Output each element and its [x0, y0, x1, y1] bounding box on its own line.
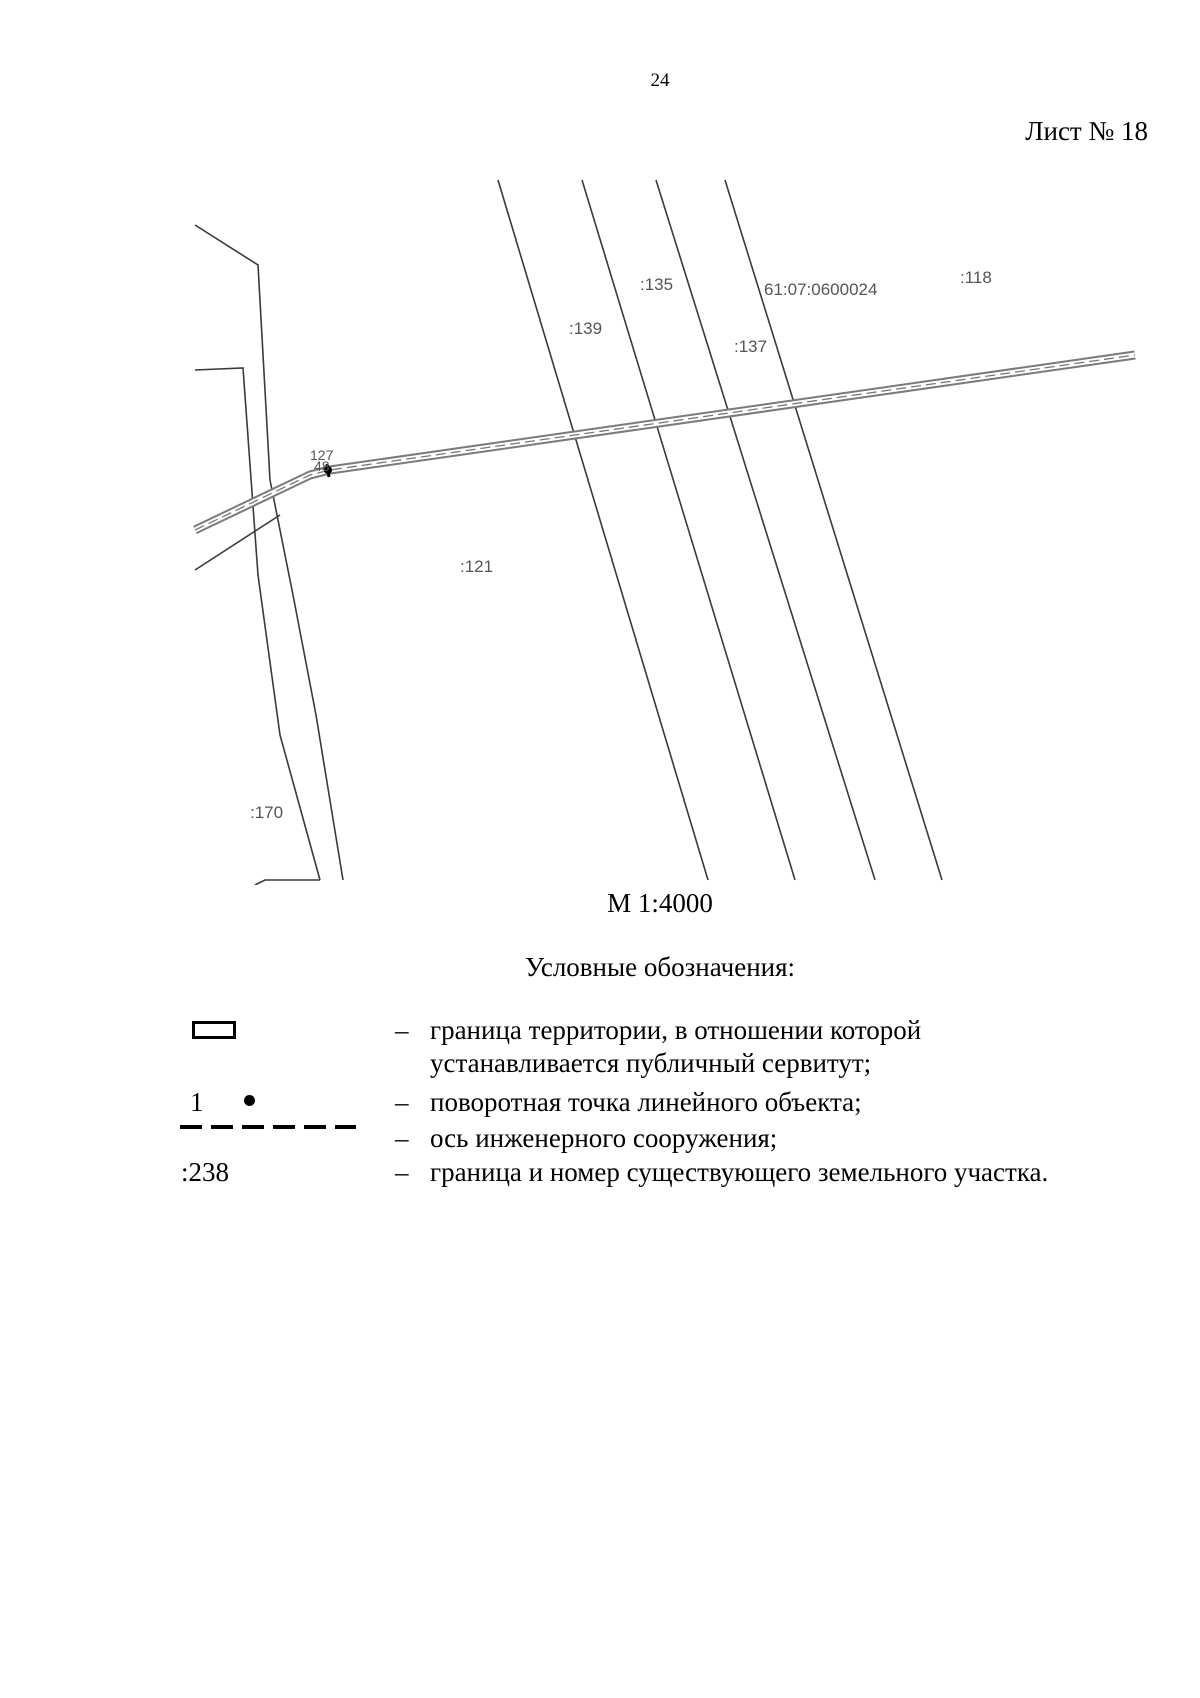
parcel-boundary-137	[655, 179, 876, 881]
parcel-number-sample: :238	[181, 1157, 230, 1187]
legend-text-line1: граница территории, в отношении которой	[430, 1015, 922, 1045]
parcel-label-139: :139	[569, 319, 603, 338]
legend-dash: –	[395, 1087, 409, 1117]
point-icon	[244, 1095, 255, 1106]
legend-dash: –	[395, 1157, 409, 1187]
map-drawing	[193, 179, 1136, 886]
parcel-boundary-left-top	[194, 224, 271, 481]
legend-dash: –	[395, 1015, 409, 1045]
parcel-label-137: :137	[734, 337, 768, 356]
map-scale: М 1:4000	[607, 888, 713, 918]
rectangle-outline-icon	[192, 1021, 236, 1039]
parcel-label-170: :170	[250, 803, 284, 822]
parcel-boundary-139	[497, 179, 709, 881]
point-number-sample: 1	[190, 1087, 204, 1117]
legend-item-axis: – ось инженерного сооружения;	[0, 1122, 1200, 1155]
legend-dash: –	[395, 1123, 409, 1153]
parcel-boundary-left-inner	[269, 479, 344, 881]
page-number: 24	[650, 70, 670, 91]
legend-item-turning-point: 1 – поворотная точка линейного объекта;	[0, 1086, 1200, 1119]
parcel-label-135: :135	[640, 275, 674, 294]
point-label-127: 127	[310, 447, 334, 463]
turning-point-stroke	[325, 463, 331, 478]
legend-item-servitude-boundary: – граница территории, в отношении которо…	[0, 1014, 1200, 1084]
parcel-boundary-135	[581, 179, 796, 881]
parcel-boundary-170	[254, 879, 320, 886]
point-label-48: 48	[314, 458, 330, 474]
legend-text: поворотная точка линейного объекта;	[430, 1087, 862, 1117]
legend-title: Условные обозначения:	[524, 952, 796, 982]
parcel-label-118: :118	[960, 268, 992, 287]
parcel-label-121: :121	[460, 557, 494, 576]
legend-item-parcel: :238 – граница и номер существующего зем…	[0, 1156, 1200, 1189]
sheet-label: Лист № 18	[1025, 116, 1148, 146]
legend-text: граница и номер существующего земельного…	[430, 1157, 1049, 1187]
parcel-boundary-left	[194, 367, 321, 881]
legend-text: ось инженерного сооружения;	[430, 1123, 778, 1153]
servitude-strip	[193, 350, 1136, 535]
dashed-line-icon	[180, 1125, 356, 1129]
parcel-boundary-block	[724, 179, 943, 881]
cadastral-map: :135 61:07:0600024 :118 :139 :137 127 48…	[190, 175, 1140, 886]
parcel-boundary-branch	[194, 514, 281, 571]
cadastral-block-label: 61:07:0600024	[764, 280, 878, 299]
legend-text-line2: устанавливается публичный сервитут;	[430, 1048, 872, 1078]
